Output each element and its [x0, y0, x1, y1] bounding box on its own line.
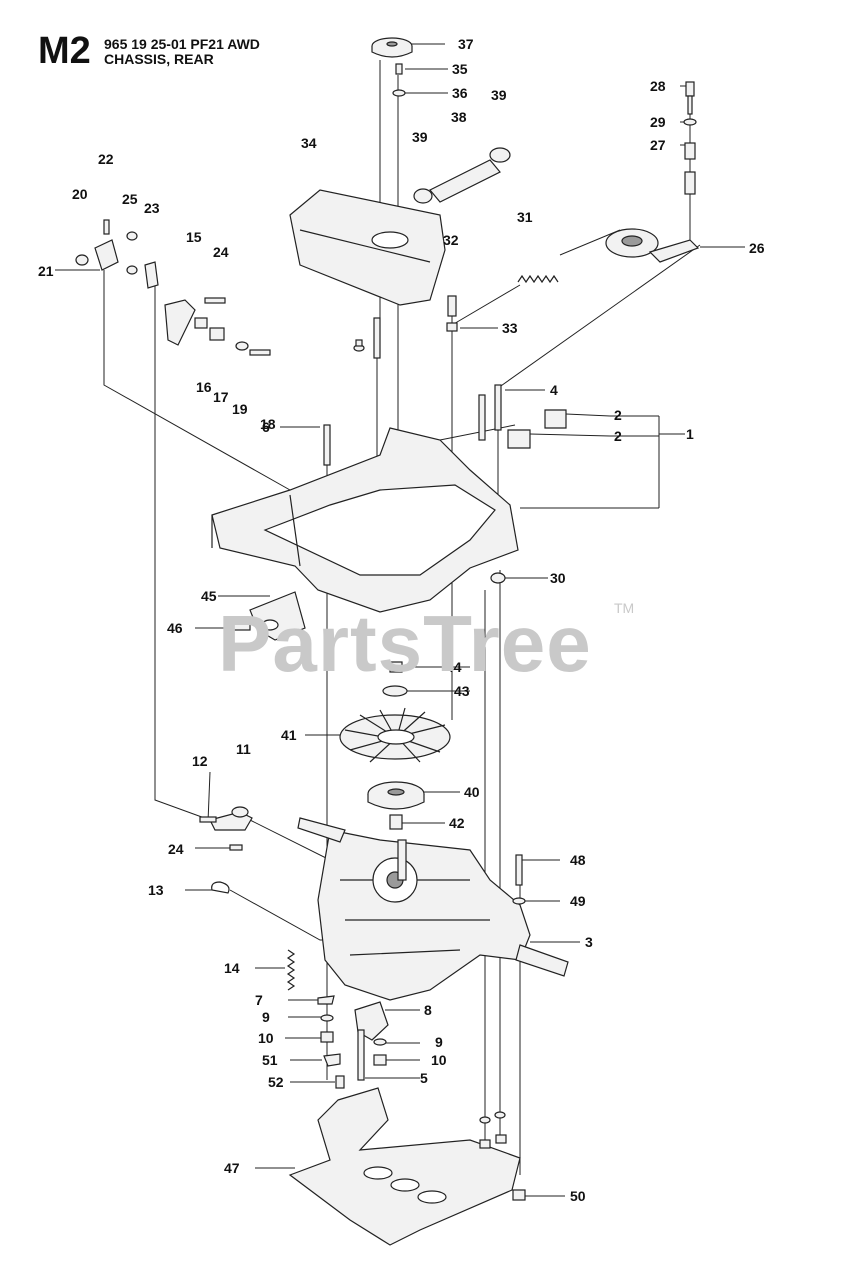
callout-41: 41	[281, 727, 297, 743]
callout-9: 9	[435, 1034, 443, 1050]
callout-34: 34	[301, 135, 317, 151]
callout-18: 18	[260, 416, 276, 432]
callout-24: 24	[168, 841, 184, 857]
callout-40: 40	[464, 784, 480, 800]
callout-24: 24	[213, 244, 229, 260]
callout-35: 35	[452, 61, 468, 77]
callout-6: 6	[262, 419, 270, 435]
callout-7: 7	[255, 992, 263, 1008]
callout-47: 47	[224, 1160, 240, 1176]
callout-22: 22	[98, 151, 114, 167]
fan-41	[339, 707, 451, 763]
callout-27: 27	[650, 137, 666, 153]
callout-43: 43	[454, 683, 470, 699]
section-title: CHASSIS, REAR	[104, 51, 214, 67]
callout-26: 26	[749, 240, 765, 256]
watermark-tm: TM	[614, 600, 635, 616]
cover-34	[289, 189, 446, 306]
callout-52: 52	[268, 1074, 284, 1090]
callout-15: 15	[186, 229, 202, 245]
callout-12: 12	[192, 753, 208, 769]
lever-15	[164, 299, 196, 346]
callout-2: 2	[614, 428, 622, 444]
callout-29: 29	[650, 114, 666, 130]
callout-17: 17	[213, 389, 229, 405]
callout-20: 20	[72, 186, 88, 202]
callout-21: 21	[38, 263, 54, 279]
watermark: PartsTree	[218, 599, 592, 688]
callout-32: 32	[443, 232, 459, 248]
callout-46: 46	[167, 620, 183, 636]
rod-13	[211, 881, 230, 894]
callout-28: 28	[650, 78, 666, 94]
callout-36: 36	[452, 85, 468, 101]
callout-50: 50	[570, 1188, 586, 1204]
callout-37: 37	[458, 36, 474, 52]
callout-33: 33	[502, 320, 518, 336]
callout-2: 2	[614, 407, 622, 423]
callout-23: 23	[144, 200, 160, 216]
diagram-code: M2	[38, 30, 91, 72]
callout-44: 44	[446, 659, 462, 675]
callout-49: 49	[570, 893, 586, 909]
model-number: 965 19 25-01 PF21 AWD	[104, 36, 260, 52]
callout-10: 10	[258, 1030, 274, 1046]
callout-13: 13	[148, 882, 164, 898]
callout-10: 10	[431, 1052, 447, 1068]
transaxle-3	[317, 829, 531, 1001]
callout-45: 45	[201, 588, 217, 604]
linkage-bracket-22	[94, 239, 119, 271]
parts	[75, 37, 700, 1246]
callout-11: 11	[236, 741, 251, 757]
tube-38	[429, 159, 501, 203]
callout-1: 1	[686, 426, 694, 442]
callout-48: 48	[570, 852, 586, 868]
callout-25: 25	[122, 191, 138, 207]
skid-plate-47	[288, 1087, 521, 1246]
callout-42: 42	[449, 815, 465, 831]
callout-5: 5	[420, 1070, 428, 1086]
callout-19: 19	[232, 401, 248, 417]
callout-9: 9	[262, 1009, 270, 1025]
callout-labels: 1 2 2 3 4 5 6 7 8 9 9 10 10 11 12 13 14 …	[38, 36, 765, 1204]
callout-31: 31	[517, 209, 533, 225]
callout-4: 4	[550, 382, 558, 398]
callout-16: 16	[196, 379, 212, 395]
callout-51: 51	[262, 1052, 278, 1068]
callout-3: 3	[585, 934, 593, 950]
callout-39: 39	[491, 87, 507, 103]
callout-38: 38	[451, 109, 467, 125]
callout-8: 8	[424, 1002, 432, 1018]
callout-39: 39	[412, 129, 428, 145]
spring-31	[517, 274, 559, 284]
spring-14	[286, 949, 296, 991]
callout-14: 14	[224, 960, 240, 976]
callout-30: 30	[550, 570, 566, 586]
